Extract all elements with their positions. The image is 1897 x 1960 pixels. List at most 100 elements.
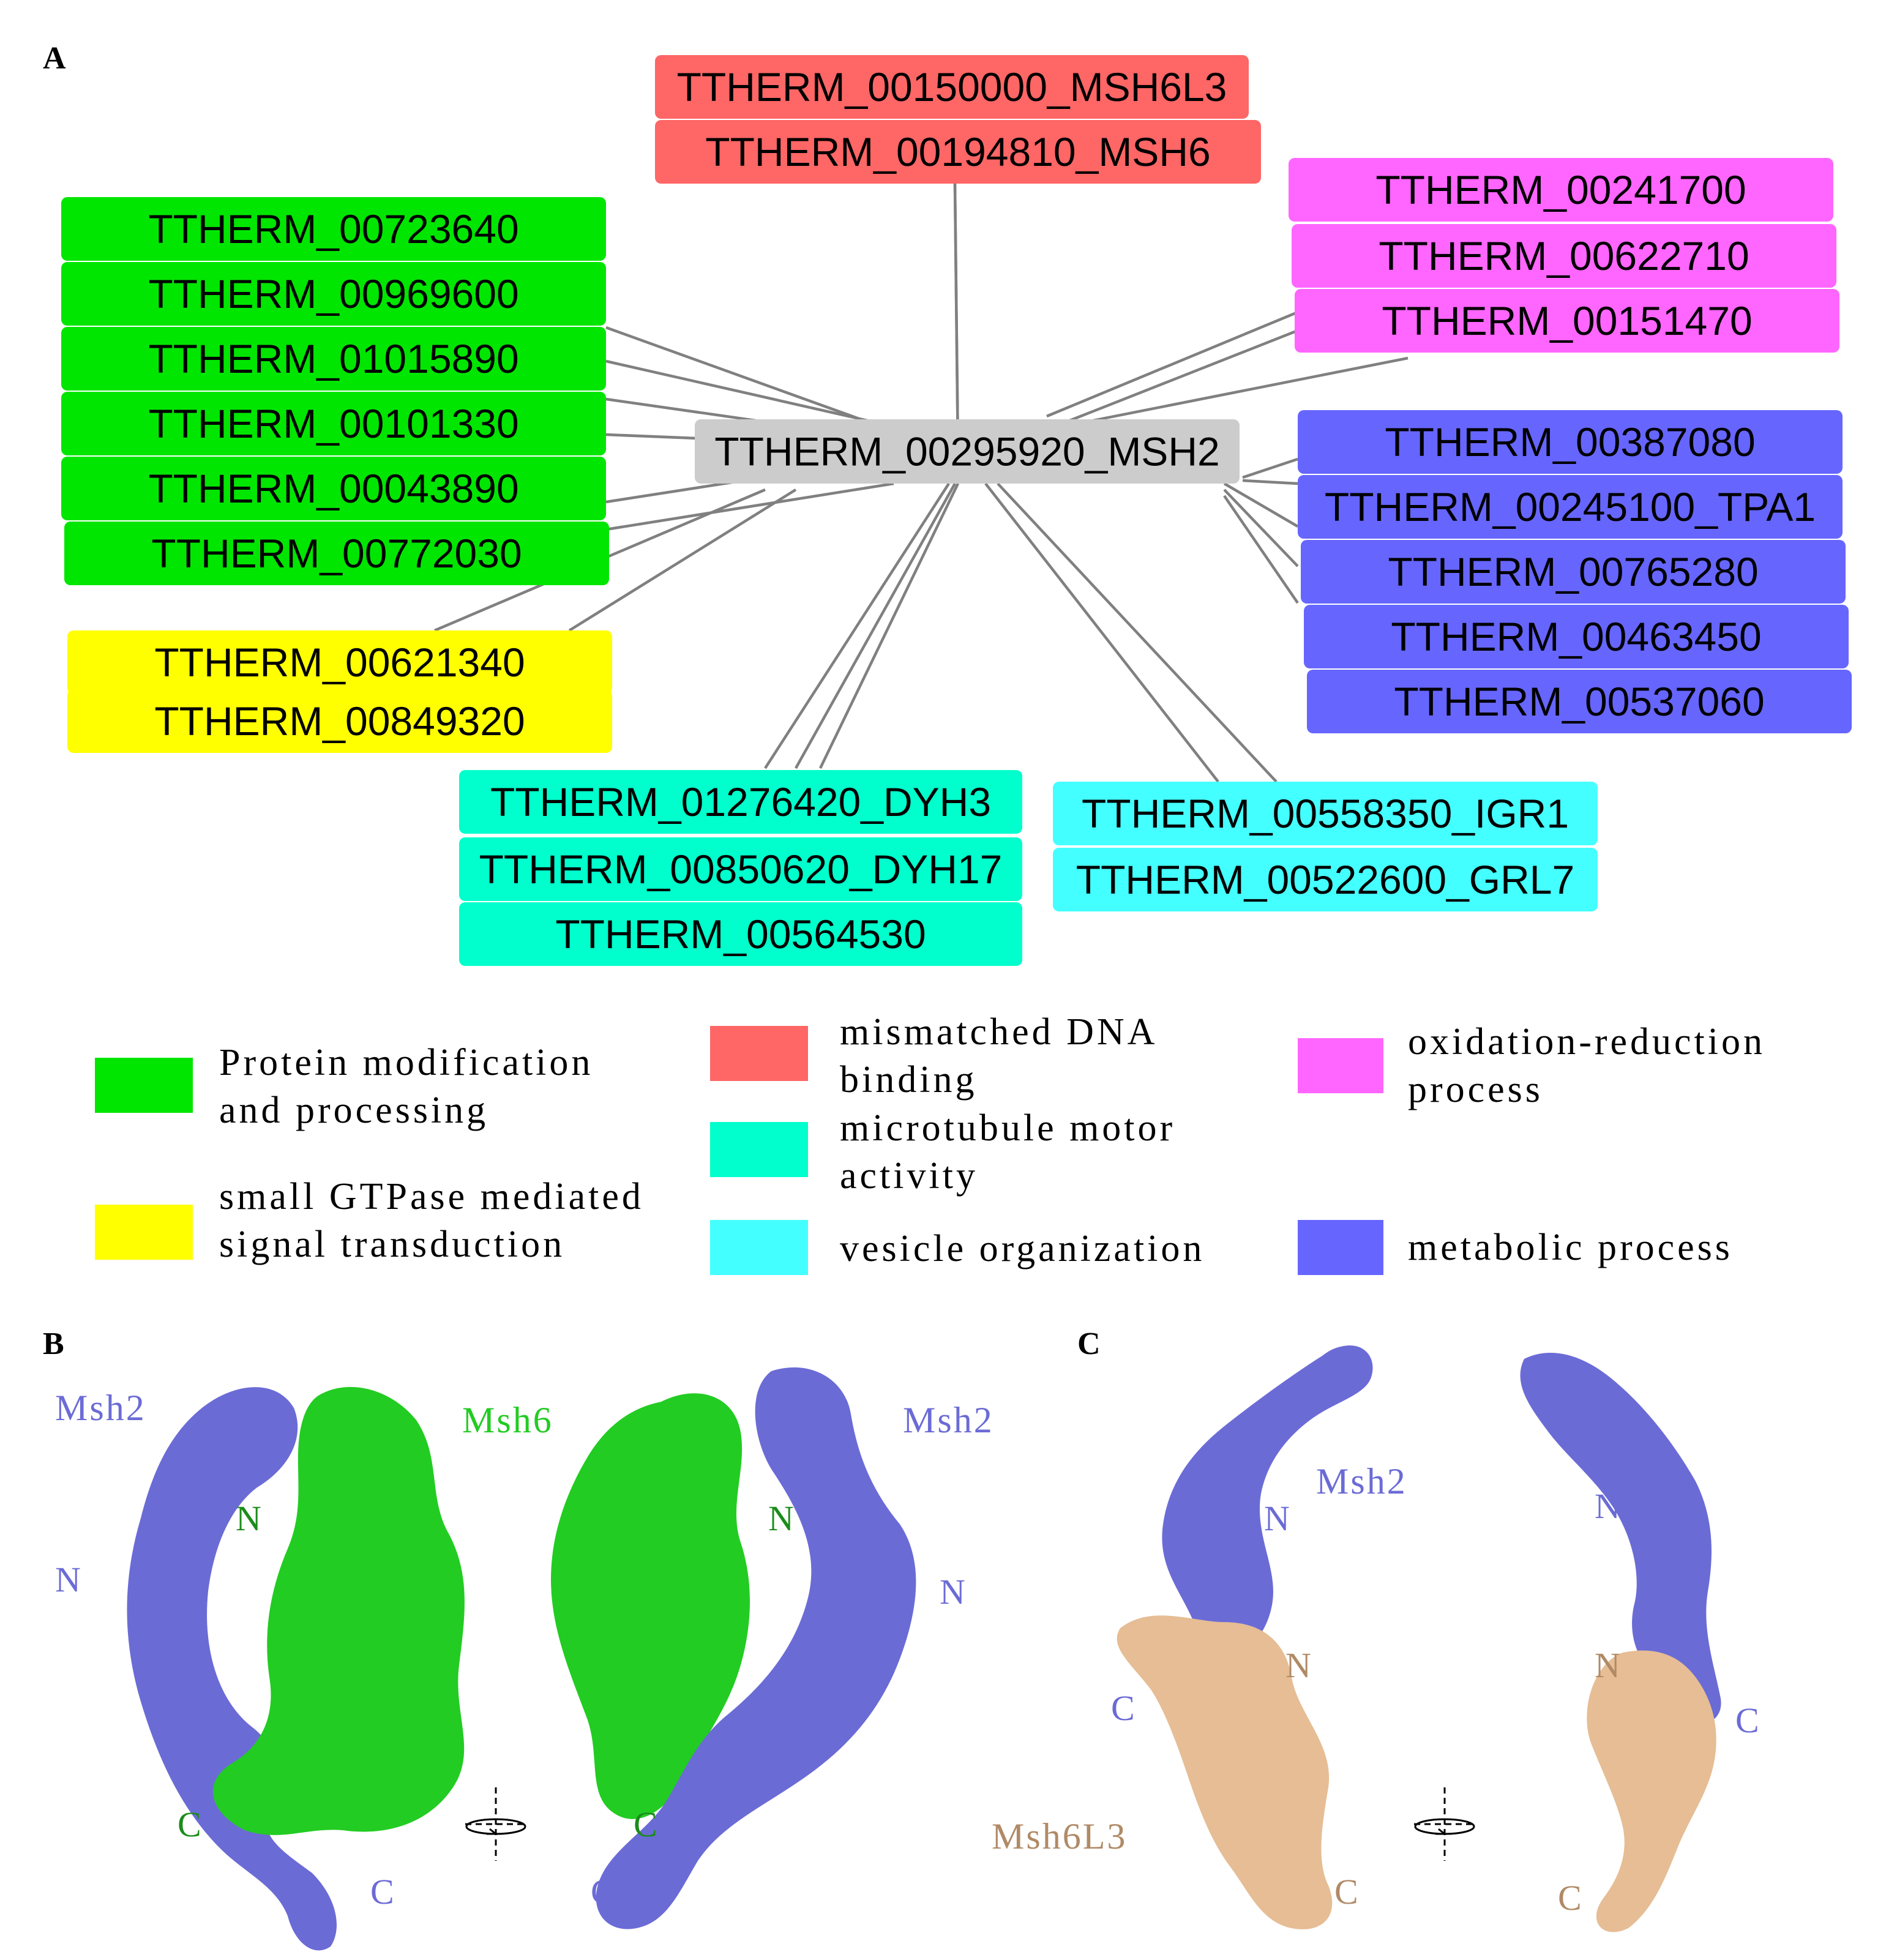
network-node-box — [1292, 224, 1836, 288]
legend-label: microtubule motor — [840, 1107, 1175, 1149]
network-node-label: TTHERM_00765280 — [1388, 549, 1758, 594]
network-edge — [605, 326, 870, 424]
msh6l3-surface-c-right — [1587, 1650, 1716, 1932]
network-node-box — [1301, 540, 1846, 604]
network-node: TTHERM_00245100_TPA1 — [1298, 475, 1843, 539]
network-node-label: TTHERM_00387080 — [1385, 419, 1755, 465]
panel-letter-a: A — [43, 41, 66, 76]
network-node-box — [1298, 410, 1843, 474]
panel-c-structures: Msh2 Msh6L3 N N C C N N C C — [992, 1345, 1759, 1932]
network-node-box — [459, 837, 1022, 901]
network-node: TTHERM_00537060 — [1307, 670, 1852, 733]
msh6l3-surface-c-left — [1117, 1615, 1333, 1929]
legend-label: mismatched DNA — [840, 1011, 1158, 1053]
label-n-msh2-b-right: N — [940, 1572, 965, 1612]
legend-entry: metabolic process — [1298, 1220, 1733, 1275]
msh2-surface-c-left — [1162, 1345, 1373, 1657]
network-edge — [1242, 479, 1298, 485]
network-node-label: TTHERM_00849320 — [154, 698, 525, 744]
network-node: TTHERM_00241700 — [1289, 158, 1833, 222]
label-msh2-c: Msh2 — [1316, 1461, 1407, 1502]
network-node-box — [61, 197, 606, 261]
network-edge — [984, 482, 1219, 783]
legend-label: and processing — [219, 1090, 488, 1131]
legend-label: process — [1408, 1069, 1543, 1110]
network-node: TTHERM_00522600_GRL7 — [1053, 848, 1598, 911]
network-node-box — [1307, 670, 1852, 733]
network-node: TTHERM_00850620_DYH17 — [459, 837, 1022, 901]
label-n-msh6-b-left: N — [236, 1498, 261, 1538]
network-node: TTHERM_00463450 — [1304, 605, 1849, 668]
network-node-box — [61, 457, 606, 520]
legend-label: binding — [840, 1059, 977, 1101]
network-node: TTHERM_00969600 — [61, 262, 606, 326]
label-n-msh6-b-right: N — [768, 1498, 794, 1538]
label-c-msh6l3-c-left: C — [1334, 1872, 1358, 1912]
msh2-surface-right — [596, 1367, 916, 1929]
network-node: TTHERM_00621340 — [67, 630, 612, 694]
network-node-label: TTHERM_01015890 — [148, 336, 518, 381]
network-edge — [1064, 329, 1298, 424]
label-msh6l3-c: Msh6L3 — [992, 1816, 1127, 1857]
network-node-box — [1053, 848, 1598, 911]
rotation-axis-icon — [465, 1787, 526, 1861]
network-edge — [1223, 482, 1299, 528]
label-c-msh6l3-c-right: C — [1558, 1878, 1582, 1918]
network-node-label: TTHERM_01276420_DYH3 — [490, 779, 991, 825]
label-n-msh6l3-c-right: N — [1595, 1645, 1620, 1685]
network-node-box — [64, 522, 609, 585]
network-node-label: TTHERM_00723640 — [148, 206, 518, 252]
legend-label: small GTPase mediated — [219, 1176, 644, 1218]
rotation-axis-icon-c — [1414, 1787, 1475, 1861]
network-edge — [818, 483, 960, 769]
label-msh6-b: Msh6 — [462, 1400, 553, 1440]
network-node-box — [459, 902, 1022, 966]
legend-label: vesicle organization — [840, 1228, 1205, 1270]
network-node-box — [1289, 158, 1833, 222]
label-c-msh2-b-left: C — [370, 1872, 394, 1912]
network-edge — [953, 183, 960, 454]
label-c-msh6-b-right: C — [634, 1805, 657, 1844]
legend-swatch — [710, 1122, 808, 1177]
network-node-label: TTHERM_00772030 — [151, 531, 522, 576]
network-node: TTHERM_01015890 — [61, 327, 606, 391]
legend: Protein modification and processing small … — [95, 1011, 1765, 1275]
panel-letter-c: C — [1077, 1326, 1101, 1361]
network-node-label: TTHERM_00850620_DYH17 — [479, 847, 1003, 892]
network-node-box — [1304, 605, 1849, 668]
network-node: TTHERM_00101330 — [61, 392, 606, 455]
network-edge — [795, 482, 956, 769]
msh2-surface-left — [127, 1387, 337, 1951]
msh6-surface-right — [551, 1393, 750, 1819]
network-edge — [568, 488, 797, 632]
legend-label: metabolic process — [1408, 1227, 1733, 1268]
legend-swatch — [710, 1026, 808, 1081]
network-node-label: TTHERM_00101330 — [148, 401, 518, 446]
network-node-label: TTHERM_00043890 — [148, 466, 518, 511]
network-node-box — [67, 689, 612, 753]
legend-label: Protein modification — [219, 1042, 593, 1083]
label-n-msh2-c-left: N — [1264, 1498, 1290, 1538]
network-node-box — [459, 770, 1022, 834]
network-node: TTHERM_00151470 — [1295, 289, 1839, 353]
network-node-label: TTHERM_00622710 — [1379, 233, 1749, 279]
network-node: TTHERM_00765280 — [1301, 540, 1846, 604]
network-node-label: TTHERM_00969600 — [148, 271, 518, 316]
network-node-label: TTHERM_00245100_TPA1 — [1325, 484, 1816, 529]
network-node: TTHERM_00849320 — [67, 689, 612, 753]
network-edge — [605, 482, 894, 531]
network-node-label: TTHERM_00151470 — [1382, 298, 1752, 343]
label-n-msh2-c-right: N — [1595, 1486, 1620, 1526]
network-node-label: TTHERM_00150000_MSH6L3 — [677, 64, 1227, 110]
network-node-label: TTHERM_00537060 — [1394, 679, 1764, 724]
label-n-msh6l3-c-left: N — [1285, 1645, 1311, 1685]
legend-label: oxidation-reduction — [1408, 1021, 1765, 1063]
panel-b-structures: Msh2 Msh6 Msh2 N N C C N N C C — [55, 1367, 992, 1951]
network-node: TTHERM_00194810_MSH6 — [655, 120, 1261, 184]
legend-entry: mismatched DNA binding — [710, 1011, 1158, 1101]
legend-swatch — [95, 1058, 193, 1113]
network-edge — [605, 359, 876, 424]
